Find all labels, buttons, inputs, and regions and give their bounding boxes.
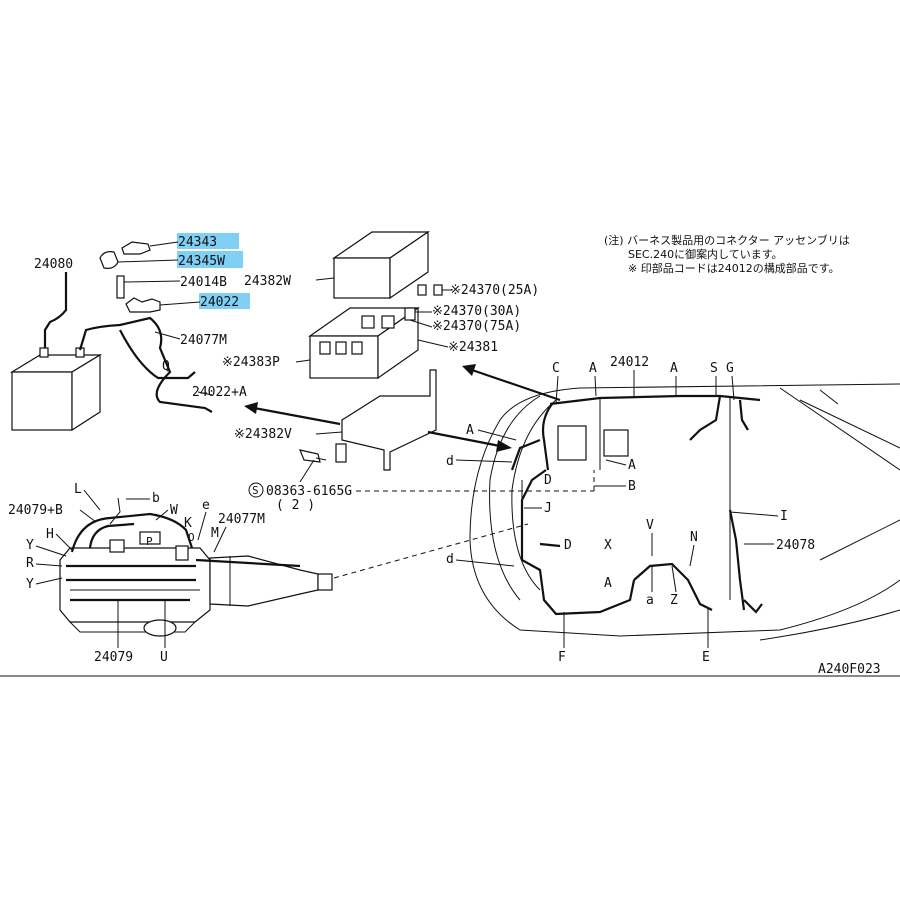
transmission bbox=[209, 555, 333, 607]
label-a3: A bbox=[466, 423, 474, 438]
fuse-box-bracket bbox=[335, 369, 437, 471]
label-e: e bbox=[202, 498, 210, 513]
label-c: C bbox=[552, 361, 560, 376]
note-line-3: ※ 印部品コードは24012の構成部品です。 bbox=[628, 261, 840, 275]
label-24370-30a: ※24370(30A) bbox=[432, 304, 521, 319]
label-24383p: ※24383P bbox=[222, 355, 280, 370]
label-o: O bbox=[188, 531, 195, 544]
label-d3: D bbox=[564, 538, 572, 553]
label-24079b: 24079+B bbox=[8, 503, 63, 518]
nut-24022 bbox=[125, 297, 161, 313]
label-24079: 24079 bbox=[94, 650, 133, 665]
label-a5: A bbox=[604, 576, 612, 591]
label-j: J bbox=[544, 501, 552, 516]
label-24345w: 24345W bbox=[178, 254, 225, 269]
label-i: I bbox=[780, 509, 788, 524]
highlight-24345w bbox=[177, 251, 243, 268]
label-r: R bbox=[26, 556, 34, 571]
label-a2: A bbox=[670, 361, 678, 376]
label-v: V bbox=[646, 518, 654, 533]
connector-24343 bbox=[121, 241, 151, 255]
label-24382w: 24382W bbox=[244, 274, 291, 289]
engine-harness-24079 bbox=[66, 512, 301, 602]
cover-24345w bbox=[99, 251, 119, 269]
bolt-marker bbox=[248, 482, 264, 498]
label-24381: ※24381 bbox=[448, 340, 498, 355]
label-u: U bbox=[160, 650, 168, 665]
label-g: G bbox=[726, 361, 734, 376]
label-24012: 24012 bbox=[610, 355, 649, 370]
label-p: P bbox=[146, 535, 153, 548]
label-24022: 24022 bbox=[200, 295, 239, 310]
label-f: F bbox=[558, 650, 566, 665]
bolt-08363 bbox=[299, 449, 321, 463]
cable-24022a bbox=[119, 329, 196, 380]
label-bolt-qty: ( 2 ) bbox=[276, 498, 315, 513]
battery-group bbox=[9, 347, 103, 432]
fuse-25a bbox=[417, 284, 427, 296]
label-m: M bbox=[211, 526, 219, 541]
bolt-24014b bbox=[116, 275, 125, 299]
label-24382v: ※24382V bbox=[234, 427, 292, 442]
arrow-to-fusebox bbox=[462, 364, 561, 402]
label-b: b bbox=[152, 491, 160, 506]
label-e-cap: E bbox=[702, 650, 710, 665]
label-k: K bbox=[184, 516, 192, 531]
engine-dashed-link bbox=[333, 523, 529, 579]
label-w: W bbox=[170, 503, 178, 518]
label-24077m-bottom: 24077M bbox=[218, 512, 265, 527]
label-y2: Y bbox=[26, 577, 34, 592]
arrow-to-battery bbox=[244, 402, 341, 426]
label-d2: D bbox=[544, 473, 552, 488]
label-a4: A bbox=[628, 458, 636, 473]
label-x: X bbox=[604, 538, 612, 553]
label-h: H bbox=[46, 527, 54, 542]
label-d1: d bbox=[446, 454, 454, 469]
label-s: S bbox=[710, 361, 718, 376]
label-a-lower: a bbox=[646, 593, 654, 608]
label-24343: 24343 bbox=[178, 235, 217, 250]
engine-block bbox=[59, 547, 211, 637]
highlight-24022 bbox=[199, 293, 250, 309]
figure-code: A240F023 bbox=[818, 662, 881, 677]
label-24080: 24080 bbox=[34, 257, 73, 272]
label-bolt: 08363-6165G bbox=[266, 484, 352, 499]
label-n: N bbox=[690, 530, 698, 545]
label-q: Q bbox=[162, 359, 170, 374]
fuse-block bbox=[308, 306, 420, 380]
fuse-box-cover bbox=[332, 230, 430, 300]
label-24022a: 24022+A bbox=[192, 385, 247, 400]
label-b-cap: B bbox=[628, 479, 636, 494]
label-bolt-circle: S bbox=[252, 484, 259, 497]
label-24078: 24078 bbox=[776, 538, 815, 553]
note-line-1: (注) バーネス製品用のコネクター アッセンブリは bbox=[604, 233, 850, 247]
label-a1: A bbox=[589, 361, 597, 376]
label-l: L bbox=[74, 482, 82, 497]
label-24370-75a: ※24370(75A) bbox=[432, 319, 521, 334]
car-body-outline bbox=[469, 383, 900, 641]
highlight-24343 bbox=[177, 233, 239, 249]
label-24077m-top: 24077M bbox=[180, 333, 227, 348]
label-d4: d bbox=[446, 552, 454, 567]
note-line-2: SEC.240に御案内しています。 bbox=[628, 247, 783, 261]
label-24014b: 24014B bbox=[180, 275, 227, 290]
label-24370-25a: ※24370(25A) bbox=[450, 283, 539, 298]
label-z: Z bbox=[670, 593, 678, 608]
battery-cable-24080 bbox=[43, 272, 68, 348]
fuse-30a bbox=[404, 307, 416, 321]
label-y1: Y bbox=[26, 538, 34, 553]
